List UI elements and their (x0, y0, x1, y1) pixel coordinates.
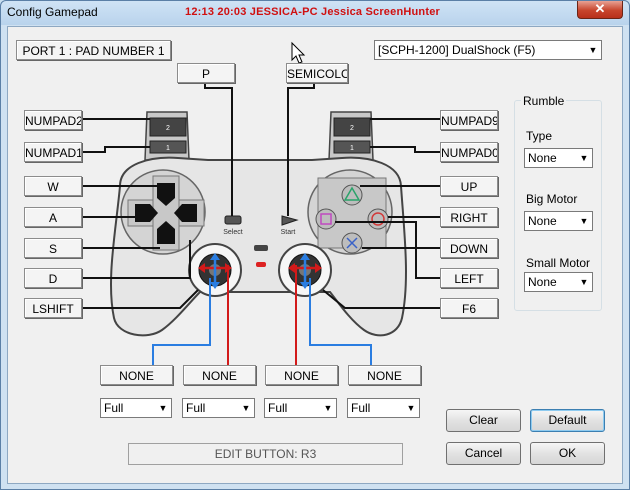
rumble-type-select[interactable]: None ▼ (524, 148, 593, 168)
binding-l3[interactable]: LSHIFT (24, 298, 82, 318)
start-label: Start (281, 229, 296, 236)
analog-axis-3[interactable]: NONE (265, 365, 338, 385)
start-button[interactable] (281, 215, 299, 226)
big-motor-value: None (528, 214, 557, 228)
binding-triangle[interactable]: UP (440, 176, 498, 196)
ok-button[interactable]: OK (530, 442, 605, 465)
chevron-down-icon[interactable]: ▼ (320, 399, 336, 417)
square-icon (320, 213, 332, 225)
analog-axis-2[interactable]: NONE (183, 365, 256, 385)
chevron-down-icon[interactable]: ▼ (155, 399, 171, 417)
binding-select[interactable]: P (177, 63, 235, 83)
binding-r1[interactable]: NUMPAD0 (440, 142, 498, 162)
dpad-right-icon[interactable] (174, 204, 197, 222)
dpad-up-icon[interactable] (157, 183, 175, 206)
pad-type-select[interactable]: [SCPH-1200] DualShock (F5) ▼ (374, 40, 602, 60)
small-motor-select[interactable]: None ▼ (524, 272, 593, 292)
binding-start[interactable]: SEMICOLO (286, 63, 348, 83)
mouse-cursor-icon (291, 41, 306, 64)
right-stick-arrows (288, 253, 322, 289)
analog-led-icon (256, 262, 266, 267)
r2-label: 2 (350, 125, 354, 132)
l2-label: 2 (166, 125, 170, 132)
analog-axis-4[interactable]: NONE (348, 365, 421, 385)
dpad-down-icon[interactable] (157, 221, 175, 244)
binding-dpad-right[interactable]: D (24, 268, 82, 288)
screenhunter-overlay-text: 12:13 20:03 JESSICA-PC Jessica ScreenHun… (185, 6, 441, 18)
edit-status-bar: EDIT BUTTON: R3 (128, 443, 403, 465)
select-button[interactable] (224, 215, 242, 225)
face-buttons (315, 177, 389, 254)
analog-range-select-3[interactable]: Full ▼ (264, 398, 337, 418)
analog-range-select-2[interactable]: Full ▼ (182, 398, 255, 418)
analog-range-value-1: Full (104, 401, 124, 415)
l1-label: 1 (166, 145, 170, 152)
binding-r2[interactable]: NUMPAD9 (440, 110, 498, 130)
default-button[interactable]: Default (530, 409, 605, 432)
small-motor-value: None (528, 275, 557, 289)
binding-dpad-left[interactable]: A (24, 207, 82, 227)
analog-axis-1[interactable]: NONE (100, 365, 173, 385)
binding-square[interactable]: LEFT (440, 268, 498, 288)
small-motor-label: Small Motor (526, 256, 591, 270)
analog-range-value-2: Full (186, 401, 206, 415)
circle-button[interactable] (367, 208, 389, 230)
dpad (127, 175, 205, 251)
shoulder-right (328, 111, 374, 161)
circle-icon (371, 212, 385, 226)
shoulder-left (144, 111, 190, 161)
rumble-type-value: None (528, 151, 557, 165)
chevron-down-icon[interactable]: ▼ (585, 41, 601, 59)
l2-button[interactable] (149, 117, 187, 137)
big-motor-select[interactable]: None ▼ (524, 211, 593, 231)
cancel-button[interactable]: Cancel (446, 442, 521, 465)
window-title: Config Gamepad (7, 5, 98, 19)
select-label: Select (223, 229, 243, 236)
chevron-down-icon[interactable]: ▼ (576, 149, 592, 167)
port-label: PORT 1 : PAD NUMBER 1 (16, 40, 171, 60)
analog-range-select-4[interactable]: Full ▼ (347, 398, 420, 418)
cross-icon (346, 237, 358, 249)
clear-button[interactable]: Clear (446, 409, 521, 432)
binding-r3[interactable]: F6 (440, 298, 498, 318)
close-button[interactable]: ✕ (577, 1, 623, 19)
binding-circle[interactable]: RIGHT (440, 207, 498, 227)
analog-range-value-3: Full (268, 401, 288, 415)
chevron-down-icon[interactable]: ▼ (403, 399, 419, 417)
analog-range-value-4: Full (351, 401, 371, 415)
binding-dpad-down[interactable]: S (24, 238, 82, 258)
chevron-down-icon[interactable]: ▼ (238, 399, 254, 417)
binding-l2[interactable]: NUMPAD2 (24, 110, 82, 130)
analog-range-select-1[interactable]: Full ▼ (100, 398, 172, 418)
triangle-icon (343, 186, 361, 201)
r1-label: 1 (350, 145, 354, 152)
pad-type-value: [SCPH-1200] DualShock (F5) (378, 43, 536, 57)
binding-l1[interactable]: NUMPAD1 (24, 142, 82, 162)
close-icon: ✕ (594, 1, 606, 16)
analog-mode-button[interactable] (254, 245, 268, 251)
binding-cross[interactable]: DOWN (440, 238, 498, 258)
rumble-type-label: Type (526, 129, 553, 143)
rumble-group-label: Rumble (521, 94, 567, 108)
connector-lines (82, 84, 440, 309)
left-stick-arrows (198, 253, 232, 289)
r2-button[interactable] (333, 117, 371, 137)
analog-axis-lines (152, 265, 372, 365)
dpad-left-icon[interactable] (135, 204, 158, 222)
big-motor-label: Big Motor (526, 192, 578, 206)
square-button[interactable] (315, 208, 337, 230)
chevron-down-icon[interactable]: ▼ (576, 273, 592, 291)
binding-dpad-up[interactable]: W (24, 176, 82, 196)
chevron-down-icon[interactable]: ▼ (576, 212, 592, 230)
title-bar[interactable]: Config Gamepad 12:13 20:03 JESSICA-PC Je… (1, 1, 629, 25)
